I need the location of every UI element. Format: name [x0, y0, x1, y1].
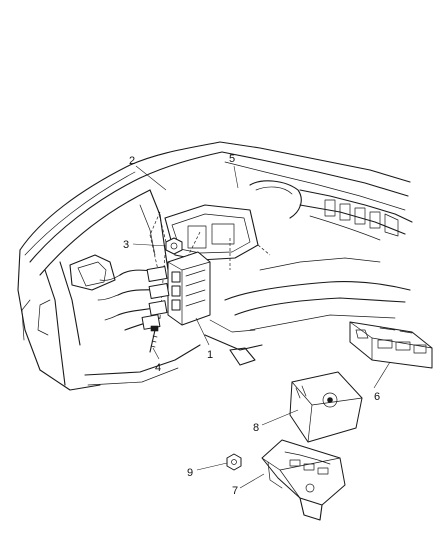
callout-2: 2: [129, 155, 135, 167]
mounting-nut: [165, 237, 183, 255]
callout-4: 4: [155, 362, 161, 374]
callout-1: 1: [207, 349, 213, 361]
wiring-harness-connectors: [97, 266, 170, 331]
pcm-mounting-bracket: [149, 204, 271, 271]
callout-6: 6: [374, 391, 380, 403]
body-control-module: [349, 321, 433, 369]
callout-7: 7: [232, 485, 238, 497]
callout-labels: 2 5 3 1 4 6 8 9 7: [123, 153, 380, 497]
hex-nut: [226, 453, 242, 471]
control-module-box: [289, 371, 363, 443]
engine-control-module: [167, 251, 211, 326]
mounting-screw: [149, 325, 159, 353]
callout-8: 8: [253, 422, 259, 434]
callout-5: 5: [229, 153, 235, 165]
vehicle-body-outline: [17, 141, 413, 391]
callout-3: 3: [123, 239, 129, 251]
callout-9: 9: [187, 467, 193, 479]
module-bracket: [261, 439, 346, 521]
callout-leaders: [132, 165, 391, 489]
